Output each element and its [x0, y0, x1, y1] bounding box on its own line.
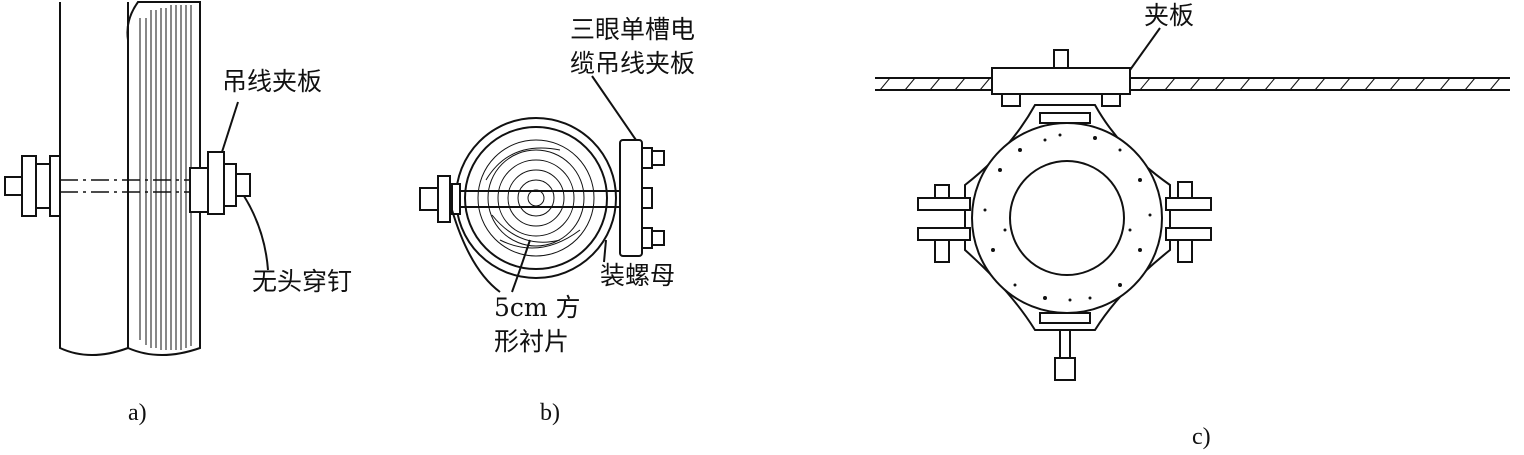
label-clamp-plate: 夹板 — [1144, 1, 1195, 30]
leader-clamp-a — [221, 101, 239, 153]
caption-a: a) — [128, 400, 147, 426]
label-headless-bolt: 无头穿钉 — [252, 267, 353, 296]
label-square-washer-line2: 形衬片 — [494, 327, 570, 356]
caption-b: b) — [540, 400, 560, 426]
leader-nut-b — [603, 239, 607, 263]
leader-clamp-c — [1129, 27, 1161, 71]
pole-clamp-ring — [964, 104, 1171, 331]
label-install-nut: 装螺母 — [600, 261, 676, 290]
leader-nail-a — [243, 195, 269, 271]
label-suspension-clamp: 吊线夹板 — [222, 67, 323, 96]
pole-illustration — [59, 0, 201, 356]
top-clamp-plate — [991, 49, 1131, 107]
leader-washer-b-2 — [511, 239, 531, 293]
side-bolts — [917, 181, 1212, 263]
through-bolt — [4, 151, 251, 217]
label-three-hole-plate-line2: 缆吊线夹板 — [570, 49, 696, 78]
caption-c: c) — [1192, 424, 1211, 450]
leader-plate-b — [591, 75, 637, 141]
bottom-bolt — [1054, 329, 1076, 381]
label-three-hole-plate-line1: 三眼单槽电 — [570, 15, 696, 44]
bolt-assembly-b — [419, 139, 665, 257]
messenger-wire — [875, 77, 1510, 91]
label-square-washer-line1: 5cm 方 — [494, 293, 581, 322]
pole-cross-section — [455, 117, 617, 279]
leader-washer-b-1 — [451, 209, 501, 293]
